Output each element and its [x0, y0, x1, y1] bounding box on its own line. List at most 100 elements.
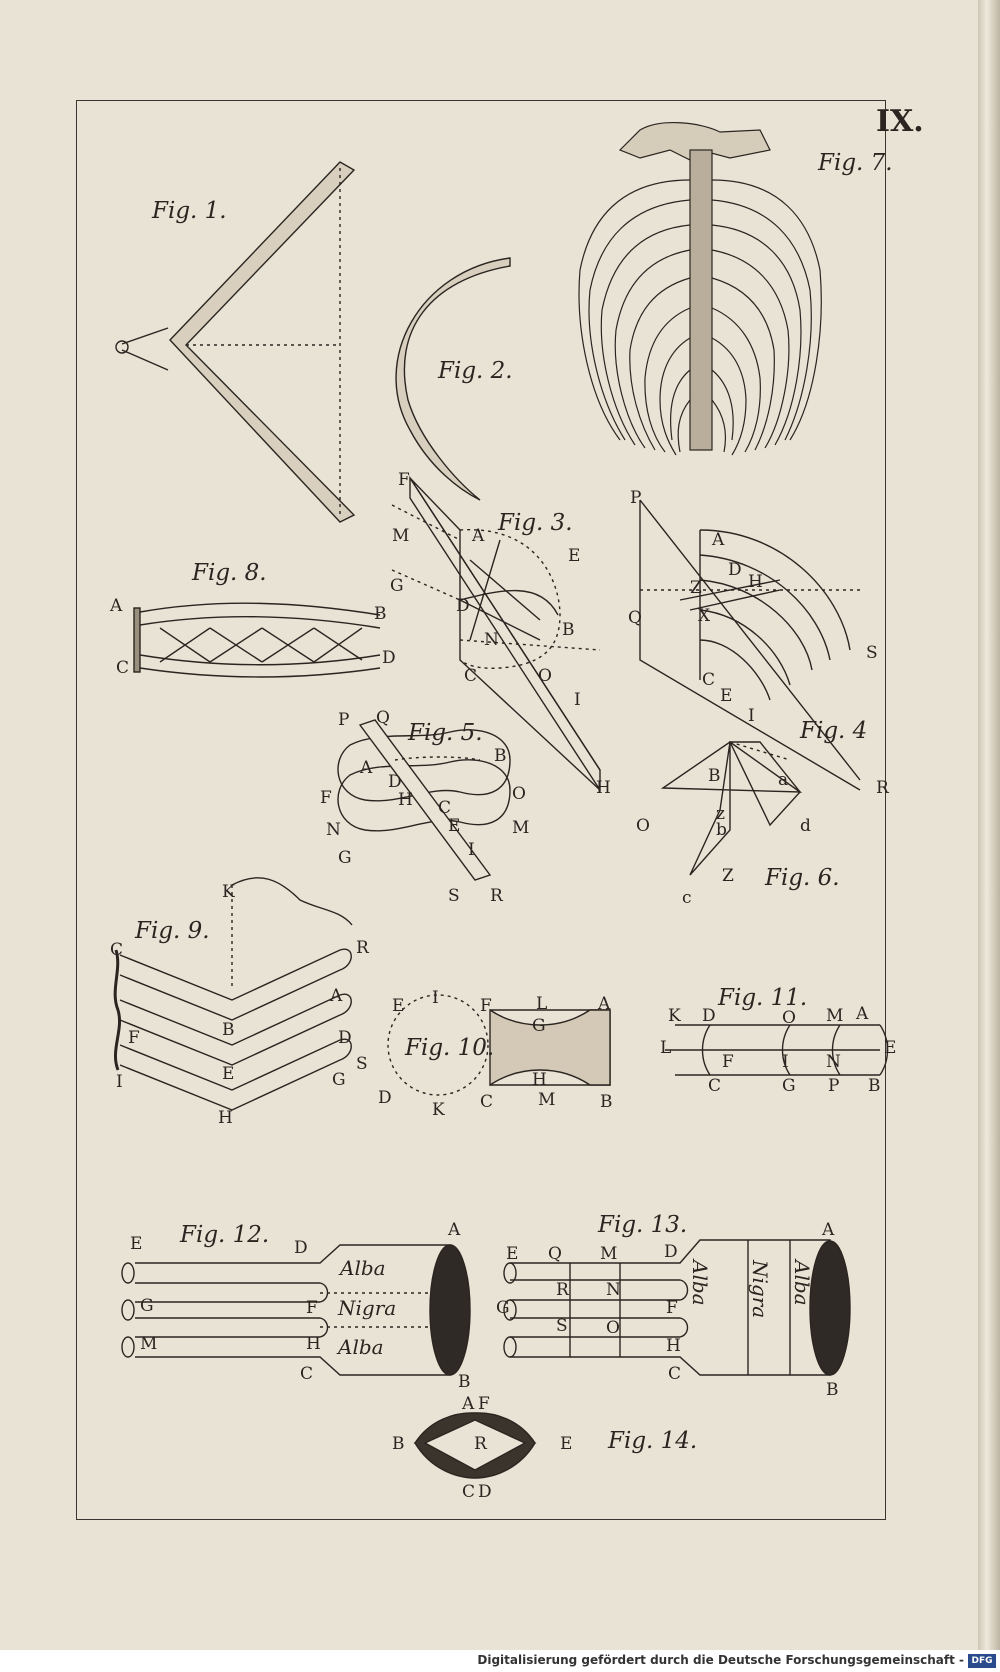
- label: F: [128, 1028, 140, 1048]
- plate-number: IX.: [876, 104, 924, 139]
- label: D: [728, 560, 742, 580]
- label: O: [782, 1008, 796, 1028]
- label: O: [538, 666, 552, 686]
- label: P: [338, 710, 350, 730]
- fig-1-caption: Fig. 1.: [152, 198, 227, 224]
- label: A: [472, 526, 485, 546]
- footer-text: Digitalisierung gefördert durch die Deut…: [477, 1653, 964, 1667]
- label: Z: [722, 866, 734, 886]
- engraving-plate: [113, 122, 889, 1479]
- label: F: [478, 1394, 490, 1414]
- label: D: [456, 596, 470, 616]
- label: G: [140, 1296, 154, 1316]
- dfg-logo: DFG: [968, 1654, 996, 1668]
- page-edge: [978, 0, 1000, 1650]
- word-alba: Alba: [790, 1260, 814, 1306]
- figure-14-drawing: [413, 1412, 537, 1479]
- label: H: [666, 1336, 681, 1356]
- label: R: [876, 778, 889, 798]
- label: B: [222, 1020, 235, 1040]
- word-alba: Alba: [688, 1260, 712, 1306]
- label: C: [462, 1482, 476, 1502]
- label: E: [506, 1244, 519, 1264]
- label: O: [636, 816, 650, 836]
- label: G: [332, 1070, 346, 1090]
- fig-2-caption: Fig. 2.: [438, 358, 513, 384]
- word-nigra: Nigra: [748, 1260, 772, 1319]
- fig-3-caption: Fig. 3.: [498, 510, 573, 536]
- figure-3-drawing: [391, 475, 601, 793]
- label: Q: [376, 708, 390, 728]
- label: D: [388, 772, 402, 792]
- figure-12-drawing: [121, 1244, 471, 1376]
- label: G: [532, 1016, 546, 1036]
- label: P: [630, 488, 642, 508]
- fig-4-caption: Fig. 4: [800, 718, 868, 744]
- label: C: [110, 940, 124, 960]
- label: A: [712, 530, 725, 550]
- label: C: [708, 1076, 722, 1096]
- figure-1-drawing: [115, 161, 356, 523]
- label: B: [562, 620, 575, 640]
- label: A: [330, 986, 343, 1006]
- label: M: [600, 1244, 618, 1264]
- fig-6-caption: Fig. 6.: [765, 865, 840, 891]
- label: c: [682, 888, 692, 908]
- label: A: [598, 994, 611, 1014]
- label: C: [702, 670, 716, 690]
- label: z: [716, 804, 725, 824]
- word-nigra: Nigra: [338, 1296, 397, 1320]
- label: I: [782, 1052, 789, 1072]
- label: I: [468, 840, 475, 860]
- label: D: [478, 1482, 492, 1502]
- label: E: [720, 686, 733, 706]
- label: G: [782, 1076, 796, 1096]
- figure-11-drawing: [665, 1024, 889, 1076]
- label: F: [666, 1298, 678, 1318]
- label: C: [116, 658, 130, 678]
- label: E: [222, 1064, 235, 1084]
- label: H: [532, 1070, 547, 1090]
- label: S: [866, 643, 878, 663]
- figure-4-drawing: [639, 499, 861, 791]
- figure-8-drawing: [133, 602, 381, 678]
- label: L: [536, 994, 548, 1014]
- label: K: [432, 1100, 445, 1120]
- label: B: [494, 746, 507, 766]
- label: B: [374, 604, 387, 624]
- label: G: [390, 576, 404, 596]
- label: M: [826, 1006, 844, 1026]
- label: G: [338, 848, 352, 868]
- label: N: [826, 1052, 841, 1072]
- fig-9-caption: Fig. 9.: [135, 918, 210, 944]
- label: D: [702, 1006, 716, 1026]
- label: D: [294, 1238, 308, 1258]
- label: a: [778, 770, 789, 790]
- word-alba: Alba: [338, 1335, 384, 1359]
- label: K: [668, 1006, 681, 1026]
- label: d: [800, 816, 811, 836]
- figure-7-rib-cage: [578, 122, 822, 456]
- label: C: [480, 1092, 494, 1112]
- label: F: [398, 470, 410, 490]
- label: X: [698, 606, 711, 626]
- label: N: [326, 820, 341, 840]
- label: G: [496, 1298, 510, 1318]
- label: F: [320, 788, 332, 808]
- label: N: [484, 630, 499, 650]
- label: H: [306, 1334, 321, 1354]
- fig-8-caption: Fig. 8.: [192, 560, 267, 586]
- label: H: [596, 778, 611, 798]
- fig-5-caption: Fig. 5.: [408, 720, 483, 746]
- label: A: [856, 1004, 869, 1024]
- fig-14-caption: Fig. 14.: [608, 1428, 698, 1454]
- label: Q: [628, 608, 642, 628]
- label: M: [140, 1334, 158, 1354]
- label: A: [462, 1394, 475, 1414]
- word-alba: Alba: [340, 1256, 386, 1280]
- figure-9-drawing: [113, 877, 353, 1111]
- label: C: [668, 1364, 682, 1384]
- label: L: [660, 1038, 672, 1058]
- fig-13-caption: Fig. 13.: [598, 1212, 688, 1238]
- label: C: [464, 666, 478, 686]
